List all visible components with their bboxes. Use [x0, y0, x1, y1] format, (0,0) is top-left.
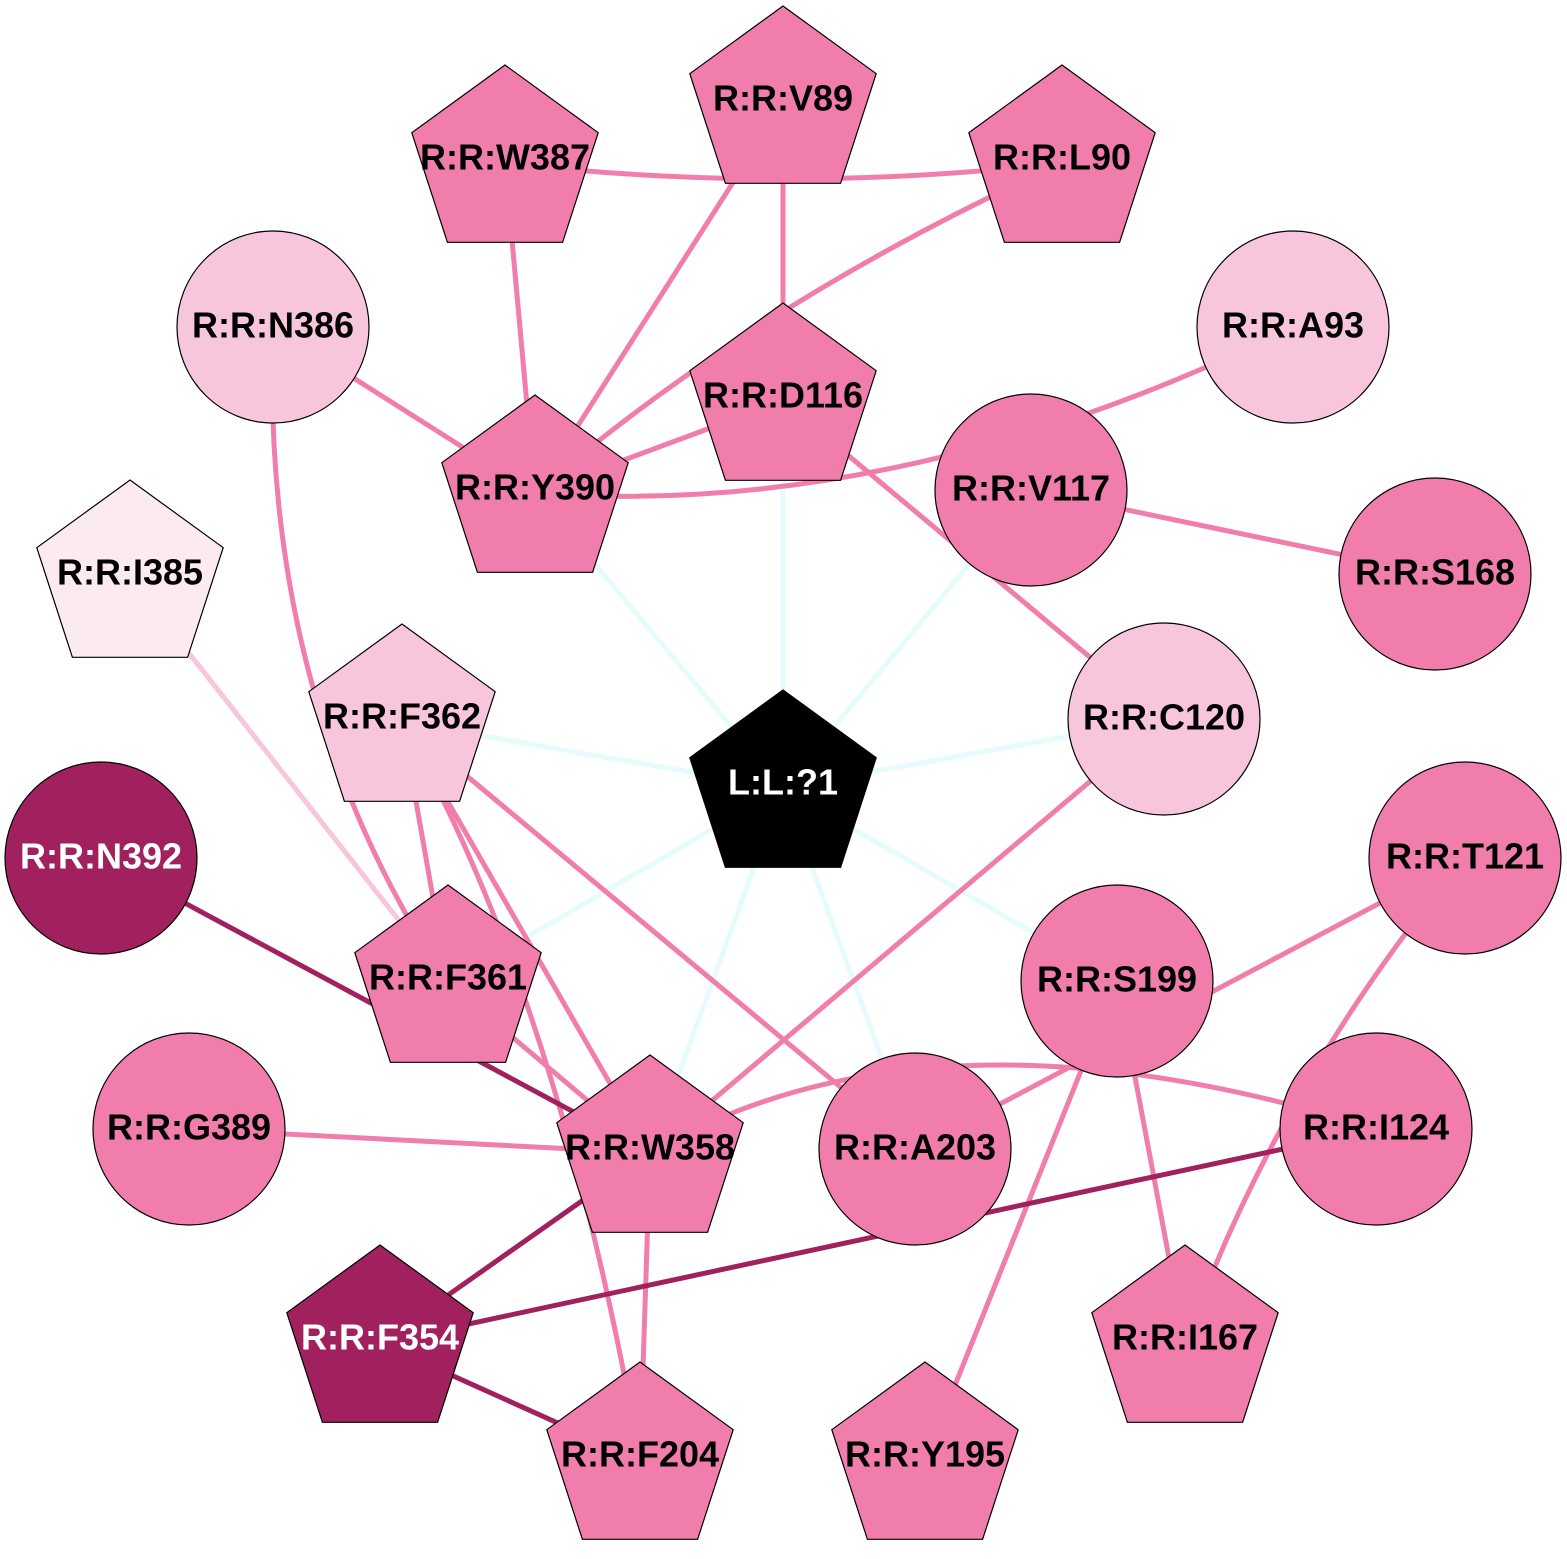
circle-shape: [818, 1052, 1012, 1246]
node-label: R:R:G389: [107, 1107, 271, 1148]
node-label: R:R:F354: [301, 1317, 459, 1358]
node-label: R:R:V117: [952, 468, 1110, 509]
circle-shape: [1020, 884, 1214, 1078]
node-label: R:R:T121: [1386, 836, 1544, 877]
node-label: R:R:F362: [323, 696, 481, 737]
node-label: R:R:Y390: [455, 467, 615, 508]
node-label: R:R:S168: [1355, 552, 1515, 593]
node-label: R:R:N392: [20, 836, 182, 877]
node-label: R:R:L90: [993, 137, 1131, 178]
circle-shape: [176, 230, 370, 424]
node-s199[interactable]: R:R:S199: [1020, 884, 1214, 1078]
pentagon-shape: [36, 479, 224, 658]
node-l1[interactable]: L:L:?1: [689, 689, 877, 868]
node-label: R:R:F361: [369, 957, 527, 998]
node-i124[interactable]: R:R:I124: [1279, 1032, 1473, 1226]
node-c120[interactable]: R:R:C120: [1067, 622, 1261, 816]
node-f204[interactable]: R:R:F204: [546, 1361, 734, 1540]
circle-shape: [1196, 230, 1390, 424]
node-label: R:R:A93: [1222, 305, 1364, 346]
circle-shape: [1368, 761, 1562, 955]
edge-w358-i124: [648, 1062, 1377, 1156]
node-n392[interactable]: R:R:N392: [4, 761, 198, 955]
node-l90[interactable]: R:R:L90: [968, 64, 1156, 243]
node-a203[interactable]: R:R:A203: [818, 1052, 1012, 1246]
node-i167[interactable]: R:R:I167: [1091, 1244, 1279, 1423]
edge-f362-a203: [400, 720, 917, 1151]
pentagon-shape: [689, 302, 877, 481]
node-f362[interactable]: R:R:F362: [308, 623, 496, 802]
node-t121[interactable]: R:R:T121: [1368, 761, 1562, 955]
node-g389[interactable]: R:R:G389: [92, 1032, 286, 1226]
node-label: R:R:S199: [1037, 959, 1197, 1000]
pentagon-shape: [689, 689, 877, 868]
circle-shape: [1279, 1032, 1473, 1226]
node-label: R:R:I124: [1303, 1107, 1449, 1148]
pentagon-shape: [689, 5, 877, 184]
pentagon-shape: [354, 884, 542, 1063]
node-s168[interactable]: R:R:S168: [1338, 477, 1532, 671]
pentagon-shape: [441, 394, 629, 573]
node-y390[interactable]: R:R:Y390: [441, 394, 629, 573]
edge-f362-f204: [399, 720, 643, 1461]
node-label: L:L:?1: [728, 762, 838, 803]
node-label: R:R:D116: [703, 375, 863, 416]
node-f361[interactable]: R:R:F361: [354, 884, 542, 1063]
pentagon-shape: [831, 1361, 1019, 1540]
node-label: R:R:I385: [57, 552, 203, 593]
edge-n386-f361: [269, 326, 451, 985]
node-label: R:R:W358: [565, 1127, 735, 1168]
node-label: R:R:W387: [420, 137, 590, 178]
circle-shape: [934, 393, 1128, 587]
node-n386[interactable]: R:R:N386: [176, 230, 370, 424]
node-w358[interactable]: R:R:W358: [556, 1054, 744, 1233]
node-v117[interactable]: R:R:V117: [934, 393, 1128, 587]
node-y195[interactable]: R:R:Y195: [831, 1361, 1019, 1540]
edge-c120-w358: [648, 717, 1166, 1155]
circle-shape: [4, 761, 198, 955]
pentagon-shape: [556, 1054, 744, 1233]
node-a93[interactable]: R:R:A93: [1196, 230, 1390, 424]
node-label: R:R:Y195: [845, 1434, 1005, 1475]
node-i385[interactable]: R:R:I385: [36, 479, 224, 658]
node-label: R:R:V89: [713, 78, 853, 119]
node-v89[interactable]: R:R:V89: [689, 5, 877, 184]
pentagon-shape: [968, 64, 1156, 243]
pentagon-shape: [546, 1361, 734, 1540]
node-label: R:R:C120: [1083, 697, 1245, 738]
circle-shape: [1338, 477, 1532, 671]
node-label: R:R:I167: [1112, 1317, 1258, 1358]
node-f354[interactable]: R:R:F354: [286, 1244, 474, 1423]
circle-shape: [1067, 622, 1261, 816]
circle-shape: [92, 1032, 286, 1226]
node-label: R:R:A203: [834, 1127, 996, 1168]
node-w387[interactable]: R:R:W387: [411, 64, 599, 243]
pentagon-shape: [411, 64, 599, 243]
edge-y390-a93: [534, 324, 1295, 499]
node-label: R:R:N386: [192, 305, 354, 346]
node-label: R:R:F204: [561, 1434, 719, 1475]
pentagon-shape: [308, 623, 496, 802]
node-d116[interactable]: R:R:D116: [689, 302, 877, 481]
pentagon-shape: [1091, 1244, 1279, 1423]
pentagon-shape: [286, 1244, 474, 1423]
